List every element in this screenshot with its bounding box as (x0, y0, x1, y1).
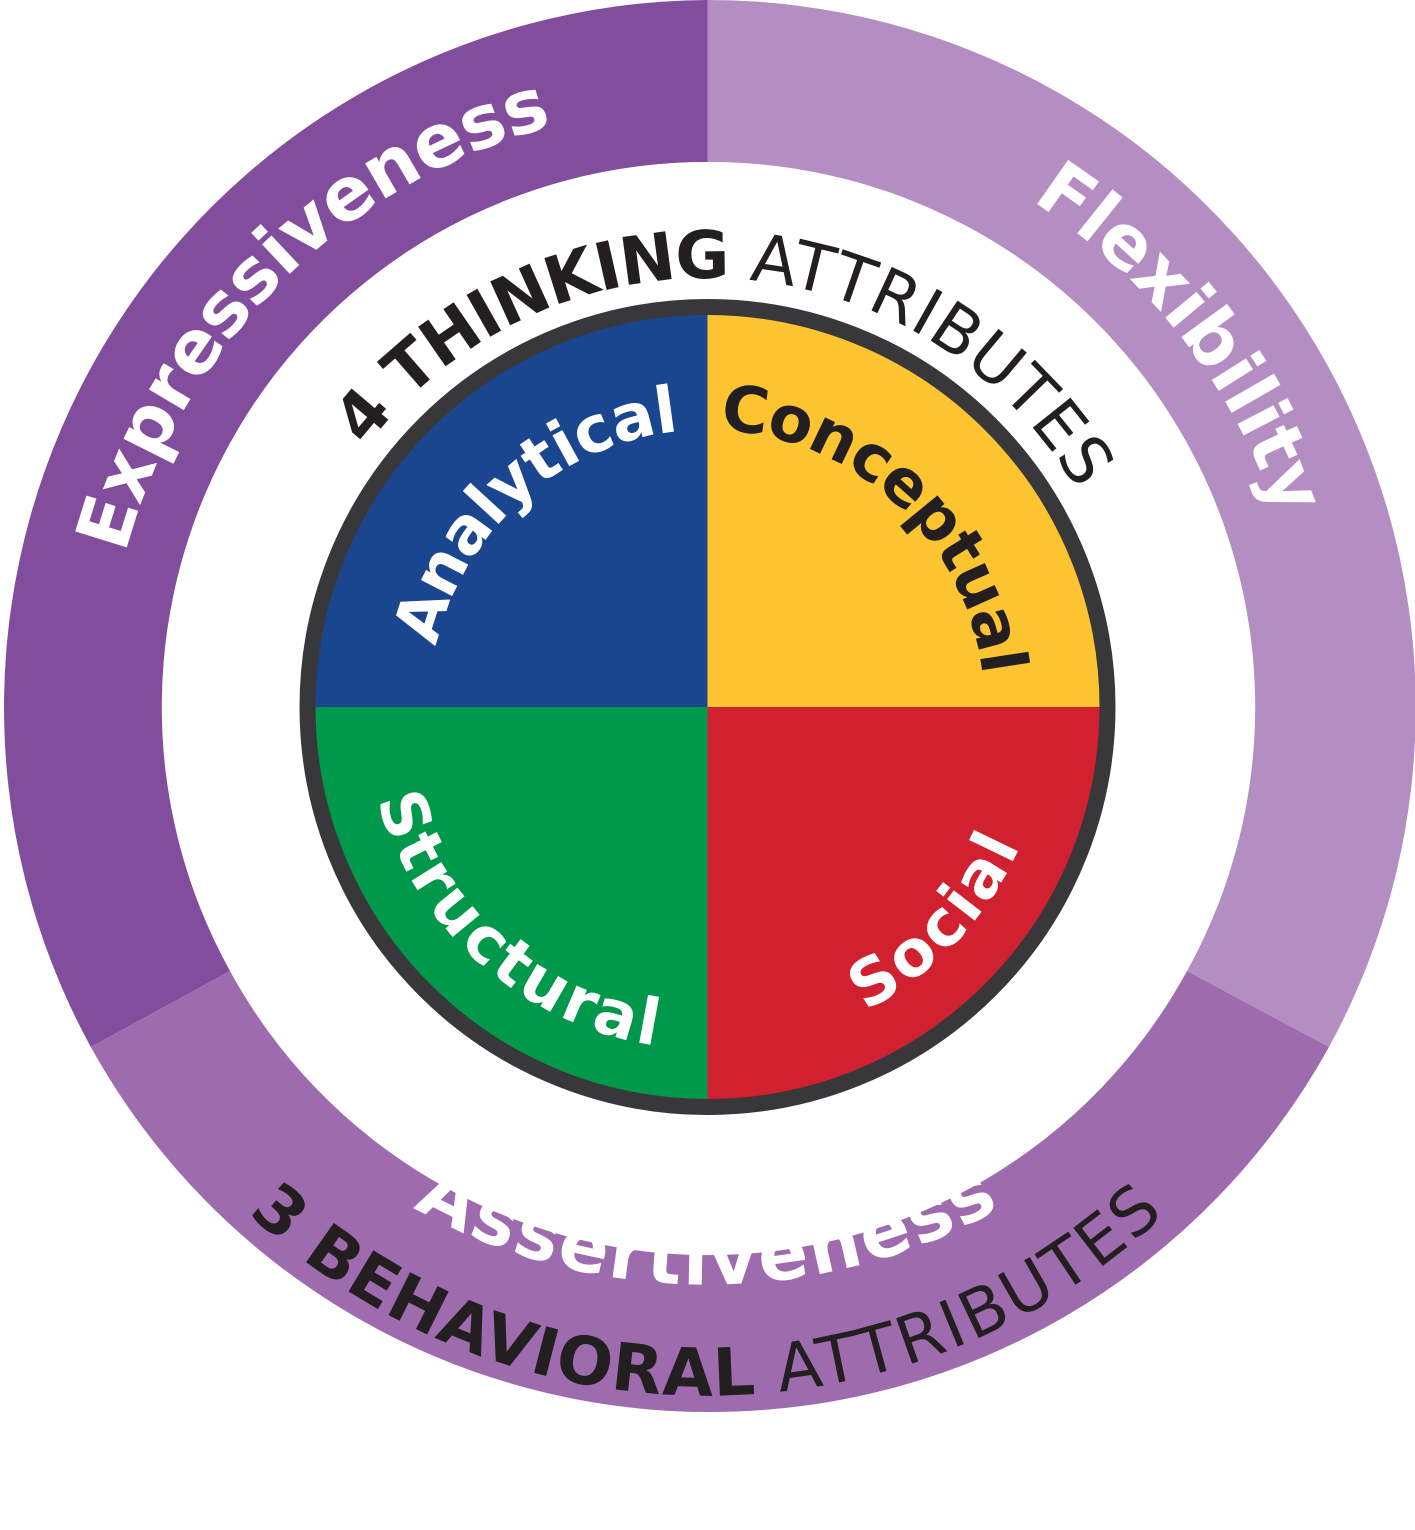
segment-flexibility (707, 0, 1415, 1047)
quadrant-structural (307, 707, 708, 1107)
segment-assertiveness (90, 971, 1329, 1413)
segment-expressiveness (4, 0, 708, 1047)
thinking-circle (299, 299, 1116, 1115)
quadrant-analytical (307, 307, 708, 707)
quadrant-social (707, 707, 1108, 1107)
quadrant-conceptual (707, 307, 1108, 707)
thinking-circle-border (299, 299, 1116, 1115)
behavioral-ring (4, 0, 1415, 1413)
